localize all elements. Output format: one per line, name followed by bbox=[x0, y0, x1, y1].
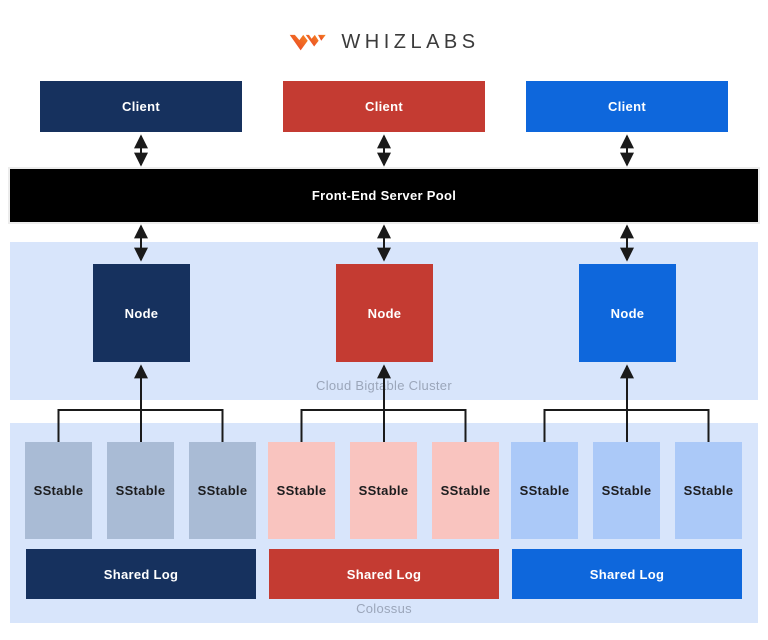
cluster-band-label: Cloud Bigtable Cluster bbox=[316, 378, 452, 393]
client-box-navy: Client bbox=[40, 81, 242, 132]
whizlabs-logo: WHIZLABS bbox=[0, 26, 768, 58]
shared-log-blue: Shared Log bbox=[512, 549, 742, 599]
whizlabs-w-icon bbox=[290, 34, 327, 51]
client-box-blue: Client bbox=[526, 81, 728, 132]
node-box-blue: Node bbox=[579, 264, 676, 362]
sstable-box: SStable bbox=[189, 442, 256, 539]
sstable-box: SStable bbox=[511, 442, 578, 539]
sstable-box: SStable bbox=[268, 442, 335, 539]
brand-name: WHIZLABS bbox=[341, 30, 480, 53]
front-end-server-pool: Front-End Server Pool bbox=[10, 169, 758, 222]
sstable-box: SStable bbox=[432, 442, 499, 539]
client-box-red: Client bbox=[283, 81, 485, 132]
node-box-red: Node bbox=[336, 264, 433, 362]
sstable-box: SStable bbox=[350, 442, 417, 539]
node-box-navy: Node bbox=[93, 264, 190, 362]
sstable-box: SStable bbox=[675, 442, 742, 539]
shared-log-navy: Shared Log bbox=[26, 549, 256, 599]
sstable-box: SStable bbox=[593, 442, 660, 539]
sstable-box: SStable bbox=[107, 442, 174, 539]
shared-log-red: Shared Log bbox=[269, 549, 499, 599]
sstable-box: SStable bbox=[25, 442, 92, 539]
colossus-band-label: Colossus bbox=[356, 601, 412, 616]
